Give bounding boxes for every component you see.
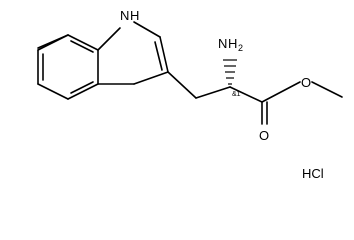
bond-pyrrole-2 bbox=[133, 21, 161, 38]
carbonyl-o-label: O bbox=[259, 128, 269, 143]
amine-n-label: N bbox=[218, 36, 227, 51]
bond-alpha-carbonyl bbox=[229, 86, 263, 103]
bond-benzene-1 bbox=[67, 34, 99, 51]
bond-pyrrole-4 bbox=[133, 71, 169, 85]
bond-pyrrole-inner bbox=[154, 41, 163, 71]
bond-side-chain-1 bbox=[167, 71, 197, 99]
bond-benzene-4 bbox=[37, 83, 69, 100]
ring-h-label: H bbox=[130, 8, 139, 23]
bond-benzene-3 bbox=[67, 83, 99, 100]
amine-h-count: 2 bbox=[238, 43, 243, 53]
chemical-structure: N H N H 2 &1 O O HCl bbox=[37, 8, 343, 181]
bond-ester-o-methyl bbox=[311, 81, 343, 98]
bond-pyrrole-3 bbox=[159, 36, 169, 73]
bond-side-chain-2 bbox=[195, 86, 231, 99]
ring-n-label: N bbox=[120, 8, 129, 23]
stereo-hashed-wedge bbox=[223, 59, 237, 85]
bond-benzene-inner-2 bbox=[70, 81, 94, 94]
bond-benzene-6 bbox=[37, 34, 69, 51]
bond-pyrrole-1 bbox=[97, 27, 121, 51]
amine-h-label: H bbox=[228, 36, 237, 51]
bond-side-chain-3 bbox=[261, 81, 301, 103]
stereo-label: &1 bbox=[232, 91, 241, 98]
salt-label: HCl bbox=[302, 166, 324, 181]
ester-o-label: O bbox=[301, 75, 311, 90]
bond-benzene-inner-1 bbox=[70, 40, 94, 53]
